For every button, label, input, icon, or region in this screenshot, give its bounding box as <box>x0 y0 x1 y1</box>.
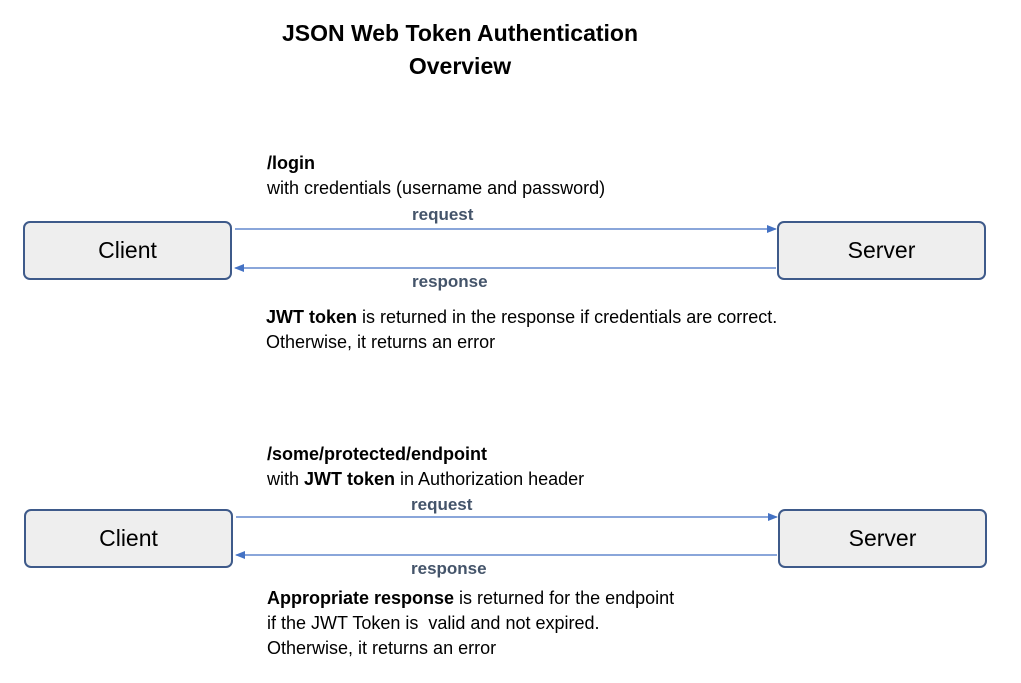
flow2-note-line-2: if the JWT Token is valid and not expire… <box>267 613 600 633</box>
flow2-desc-pre: with <box>267 469 305 489</box>
flow2-server-box: Server <box>778 509 987 568</box>
flow1-server-box: Server <box>777 221 986 280</box>
flow2-server-label: Server <box>848 525 917 551</box>
flow2-client-box: Client <box>24 509 233 568</box>
flow2-note-bold: Appropriate response <box>267 588 455 608</box>
flow1-client-box: Client <box>23 221 232 280</box>
flow2-desc-post: in Authorization header <box>395 469 585 489</box>
flow1-server-label: Server <box>847 237 916 263</box>
flow2-endpoint-path: /some/protected/endpoint <box>267 444 488 464</box>
flow1-endpoint: /login <box>267 151 315 176</box>
flow1-endpoint-path: /login <box>267 153 315 173</box>
flow2-note-rest: is returned for the endpoint <box>454 588 675 608</box>
flow2-endpoint-description: with JWT token in Authorization header <box>267 467 584 492</box>
flow1-note-rest: is returned in the response if credentia… <box>357 307 778 327</box>
flow1-client-label: Client <box>98 237 157 263</box>
title-line-1: JSON Web Token Authentication <box>281 20 639 46</box>
flow1-response-label: response <box>412 272 488 291</box>
flow1-note-line-1: JWT token is returned in the response if… <box>266 305 777 330</box>
flow2-client-label: Client <box>99 525 158 551</box>
flow1-note-bold: JWT token <box>266 307 358 327</box>
flow2-response-label: response <box>411 559 487 578</box>
flow1-note-line-2: Otherwise, it returns an error <box>266 332 496 352</box>
flow2-note-line-3: Otherwise, it returns an error <box>267 638 497 658</box>
title-line-2: Overview <box>408 53 512 79</box>
flow2-request-label: request <box>411 495 473 514</box>
flow2-endpoint: /some/protected/endpoint <box>267 442 487 467</box>
flow1-endpoint-description: with credentials (username and password) <box>267 178 606 198</box>
diagram-title: JSON Web Token Authentication Overview <box>230 17 690 83</box>
flow2-note-line-1: Appropriate response is returned for the… <box>267 586 674 611</box>
flow1-request-label: request <box>412 205 474 224</box>
flow2-desc-bold: JWT token <box>304 469 396 489</box>
